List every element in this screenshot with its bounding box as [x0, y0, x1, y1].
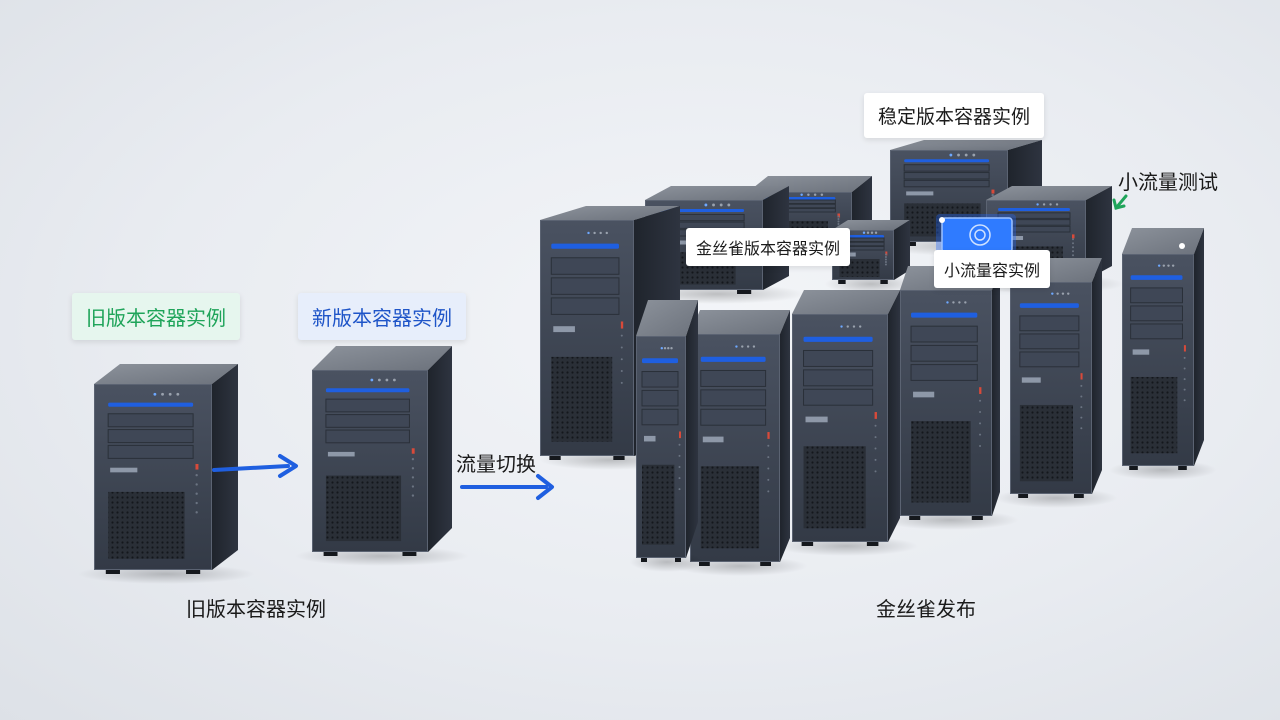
new-instance-tag: 新版本容器实例: [298, 293, 466, 340]
server-group: [77, 140, 1217, 584]
server-new-version: [295, 346, 469, 566]
small-traffic-card-icon: [936, 214, 1185, 283]
right-arrow-icon: [212, 454, 298, 478]
status-bar-icon: [904, 159, 990, 163]
status-bar-icon: [1019, 303, 1079, 308]
small-traffic-card: [936, 214, 1185, 283]
old-instance-tag: 旧版本容器实例: [72, 293, 240, 340]
right-arrow-icon: [460, 474, 554, 500]
status-bar-icon: [642, 358, 678, 364]
server-front-3: [774, 290, 918, 556]
small-traffic-instance-tag: 小流量容实例: [934, 250, 1051, 288]
server-front-2: [672, 310, 808, 576]
arrow-group: [212, 194, 1128, 500]
old-instance-caption: 旧版本容器实例: [186, 597, 326, 621]
status-bar-icon: [911, 312, 978, 318]
server-back-row-3: [824, 220, 918, 294]
green-pointer-icon: [1112, 194, 1128, 210]
status-bar-icon: [1130, 275, 1183, 280]
canary-instance-tag: 金丝雀版本容器实例: [686, 228, 851, 266]
status-bar-icon: [839, 235, 885, 238]
traffic-switch-label: 流量切换: [456, 452, 536, 476]
server-front-1: [629, 300, 705, 572]
status-bar-icon: [803, 336, 873, 342]
status-bar-icon: [998, 208, 1070, 211]
status-bar-icon: [108, 402, 194, 407]
server-front-6: [1109, 228, 1217, 480]
status-bar-icon: [700, 356, 766, 362]
server-front-4: [881, 266, 1019, 530]
stable-instance-tag: 稳定版本容器实例: [864, 93, 1045, 138]
status-bar-icon: [325, 388, 410, 393]
canary-release-caption: 金丝雀发布: [876, 597, 976, 621]
status-bar-icon: [659, 209, 745, 212]
small-traffic-test-label: 小流量测试: [1118, 170, 1218, 194]
status-bar-icon: [551, 243, 619, 249]
server-front-5: [994, 258, 1118, 508]
server-old-version: [77, 364, 255, 584]
